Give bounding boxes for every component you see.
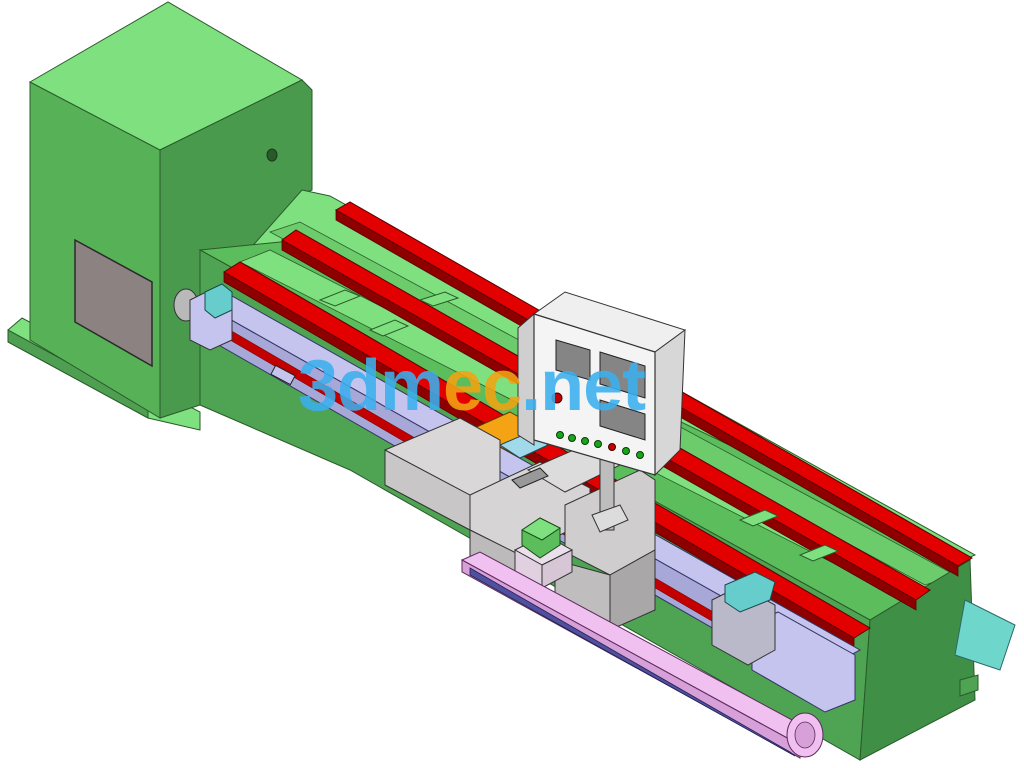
chip-tray (954, 599, 1016, 671)
panel-screen-lower (599, 399, 646, 441)
watermark-part-3: .net (521, 346, 646, 426)
panel-screen-right (599, 351, 646, 399)
inspection-window (74, 238, 153, 368)
panel-button (594, 440, 602, 448)
panel-button (636, 451, 644, 459)
watermark-part-2: ec (443, 346, 522, 426)
panel-button (608, 443, 616, 451)
panel-button (581, 437, 589, 445)
panel-screen-left (555, 339, 591, 381)
watermark-text: 3dmec.net (298, 346, 646, 426)
spindle-hole (266, 148, 278, 162)
control-panel (517, 291, 687, 477)
panel-button (622, 447, 630, 455)
panel-red-button (551, 392, 563, 404)
watermark-part-1: 3dm (298, 346, 444, 426)
conveyor-belt (460, 551, 824, 759)
panel-button (556, 431, 564, 439)
carriage (384, 411, 656, 631)
panel-button (568, 434, 576, 442)
